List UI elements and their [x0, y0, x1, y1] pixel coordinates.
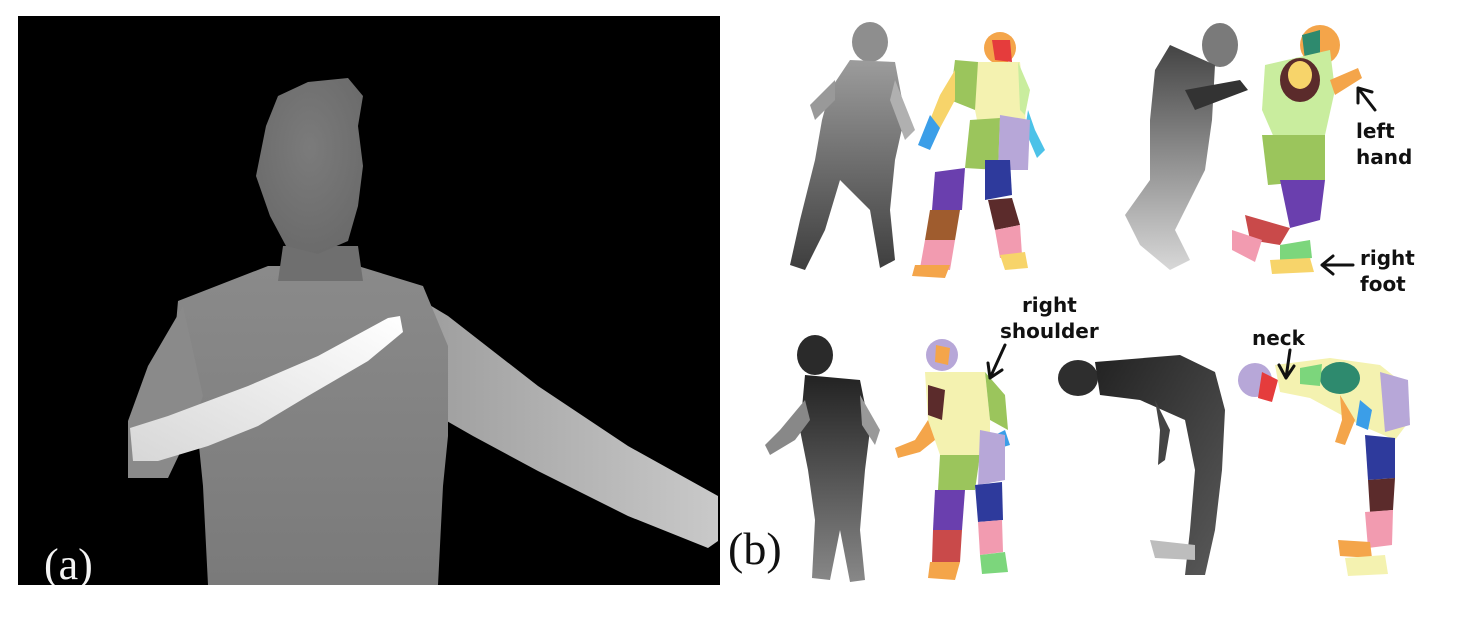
- depth-figure-1: [790, 22, 915, 270]
- arrow-left-hand: [1356, 86, 1377, 112]
- parts-figure-1: [912, 32, 1045, 278]
- arrow-neck: [1277, 348, 1296, 380]
- arrow-right-foot: [1320, 254, 1355, 276]
- depth-person-image: [128, 78, 718, 585]
- depth-figure-2: [1125, 23, 1248, 270]
- label-left-hand: left hand: [1356, 119, 1413, 169]
- parts-figure-2: [1232, 25, 1362, 274]
- panel-label-a: (a): [44, 540, 93, 585]
- depth-figure-4: [1058, 355, 1225, 575]
- parts-figure-3: [895, 339, 1010, 580]
- arrow-right-shoulder: [986, 343, 1007, 380]
- label-right-shoulder: right shoulder: [1000, 293, 1099, 343]
- annotation-arrows: [986, 86, 1377, 380]
- depth-figure-3: [765, 335, 880, 582]
- panel-label-b: (b): [728, 523, 782, 574]
- depth-image-panel: (a): [18, 16, 720, 585]
- label-right-foot: right foot: [1360, 246, 1415, 296]
- label-neck: neck: [1252, 326, 1305, 350]
- parts-figure-4: [1238, 358, 1410, 576]
